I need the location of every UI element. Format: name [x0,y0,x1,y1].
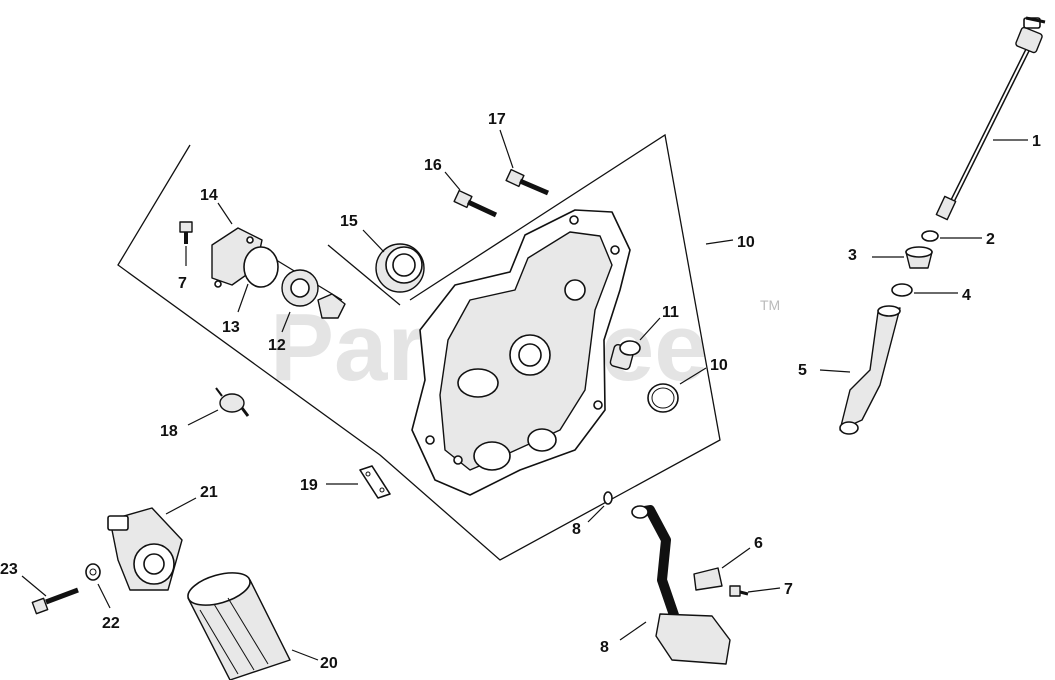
oil-seal-part[interactable] [375,243,425,293]
callout-7a: 7 [178,275,187,292]
leader-21 [291,649,319,661]
callout-23: 22 [102,615,120,632]
leader-13 [281,311,291,333]
callout-6: 6 [754,535,763,552]
leader-11 [679,367,707,385]
leader-9 [587,505,605,523]
screw-7-lower-part[interactable] [729,585,749,597]
callout-22: 21 [200,484,218,501]
oring-small-part[interactable] [921,230,939,242]
callout-3: 3 [848,247,857,264]
callout-20: 19 [300,477,318,494]
callout-11: 10 [710,357,728,374]
dipstick-part[interactable] [935,16,1046,221]
gasket-part[interactable] [359,465,391,499]
bolt-17-part[interactable] [453,189,498,218]
filter-adapter-part[interactable] [107,507,183,591]
callout-13: 12 [268,337,286,354]
group-line-seal [327,244,401,306]
leader-19 [187,409,219,426]
clamp-part[interactable] [693,567,723,591]
callout-5: 5 [798,362,807,379]
watermark-tm: TM [760,297,780,313]
callout-18: 17 [488,111,506,128]
leader-24 [21,575,47,597]
pressure-switch-part[interactable] [215,387,250,417]
callout-12: 11 [662,304,679,321]
leader-8 [619,621,647,641]
callout-1: 1 [1032,133,1041,150]
leader-18 [499,129,514,169]
leader-16 [362,229,385,253]
oil-strainer-part[interactable] [609,340,641,371]
callout-14: 13 [222,319,240,336]
bolt-24-part[interactable] [31,587,79,615]
leader-10 [705,239,734,245]
tiny-oring-part[interactable] [603,491,613,505]
callout-7b: 7 [784,581,793,598]
callout-8: 8 [600,639,609,656]
grommet-part[interactable] [905,246,933,269]
screw-7-upper-part[interactable] [179,221,193,244]
callout-21: 20 [320,655,338,672]
callout-9: 8 [572,521,581,538]
leader-23 [97,583,111,609]
closure-plate-part[interactable] [411,209,631,496]
oil-filter-part[interactable] [184,567,291,680]
oring-part[interactable] [891,283,913,297]
group-outline-cover [117,133,721,561]
leader-17 [444,171,461,191]
oil-pickup-part[interactable] [631,505,731,665]
callout-4: 4 [962,287,971,304]
bolt-18-part[interactable] [505,168,549,196]
callout-10: 10 [737,234,755,251]
leader-15 [217,202,233,225]
dipstick-tube-part[interactable] [839,305,901,435]
callout-17: 16 [424,157,442,174]
callout-15: 14 [200,187,218,204]
leader-6 [721,547,751,569]
leader-12 [639,317,661,341]
callout-24: 23 [0,561,18,578]
callout-19: 18 [160,423,178,440]
callout-2: 2 [986,231,995,248]
washer-part[interactable] [85,563,101,581]
leader-7b [747,587,781,593]
leader-14 [237,283,249,313]
pump-rotor-part[interactable] [281,269,346,319]
leader-22 [165,497,197,515]
leader-5 [819,369,851,373]
pump-oring-part[interactable] [243,246,279,288]
callout-16: 15 [340,213,358,230]
